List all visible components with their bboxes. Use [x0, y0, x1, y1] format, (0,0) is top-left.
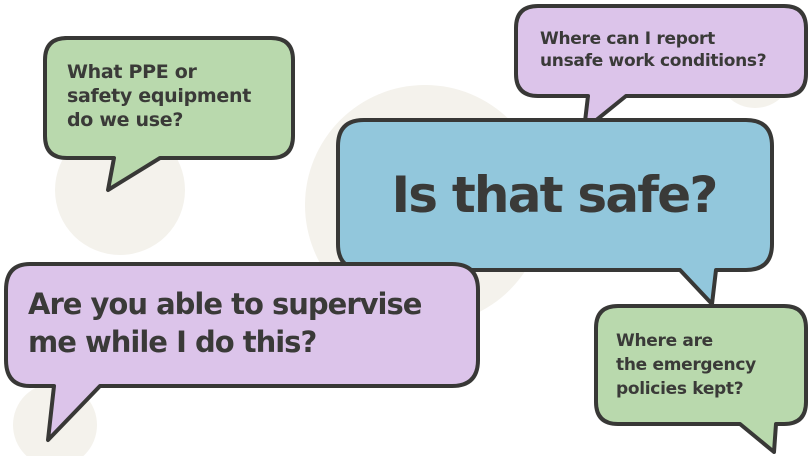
speech-bubble-report: [514, 4, 808, 132]
bubble-ppe-text: What PPE or safety equipment do we use?: [67, 61, 251, 131]
bubble-emergency-text: Where are the emergency policies kept?: [616, 331, 756, 399]
bubble-ppe: What PPE or safety equipment do we use?: [45, 36, 293, 156]
bubble-safe-text: Is that safe?: [391, 166, 718, 224]
bubble-report: Where can I report unsafe work condition…: [516, 6, 806, 94]
bubble-supervise-text: Are you able to supervise me while I do …: [28, 287, 422, 359]
speech-bubble-ppe: [43, 36, 295, 192]
bubble-supervise: Are you able to supervise me while I do …: [6, 264, 476, 382]
speech-bubble-emergency: [594, 304, 808, 454]
bubble-safe: Is that safe?: [338, 120, 770, 270]
speech-bubble-safe: [336, 118, 774, 306]
speech-bubble-supervise: [4, 262, 480, 442]
bubble-report-text: Where can I report unsafe work condition…: [540, 29, 767, 71]
bubble-emergency: Where are the emergency policies kept?: [596, 308, 806, 422]
